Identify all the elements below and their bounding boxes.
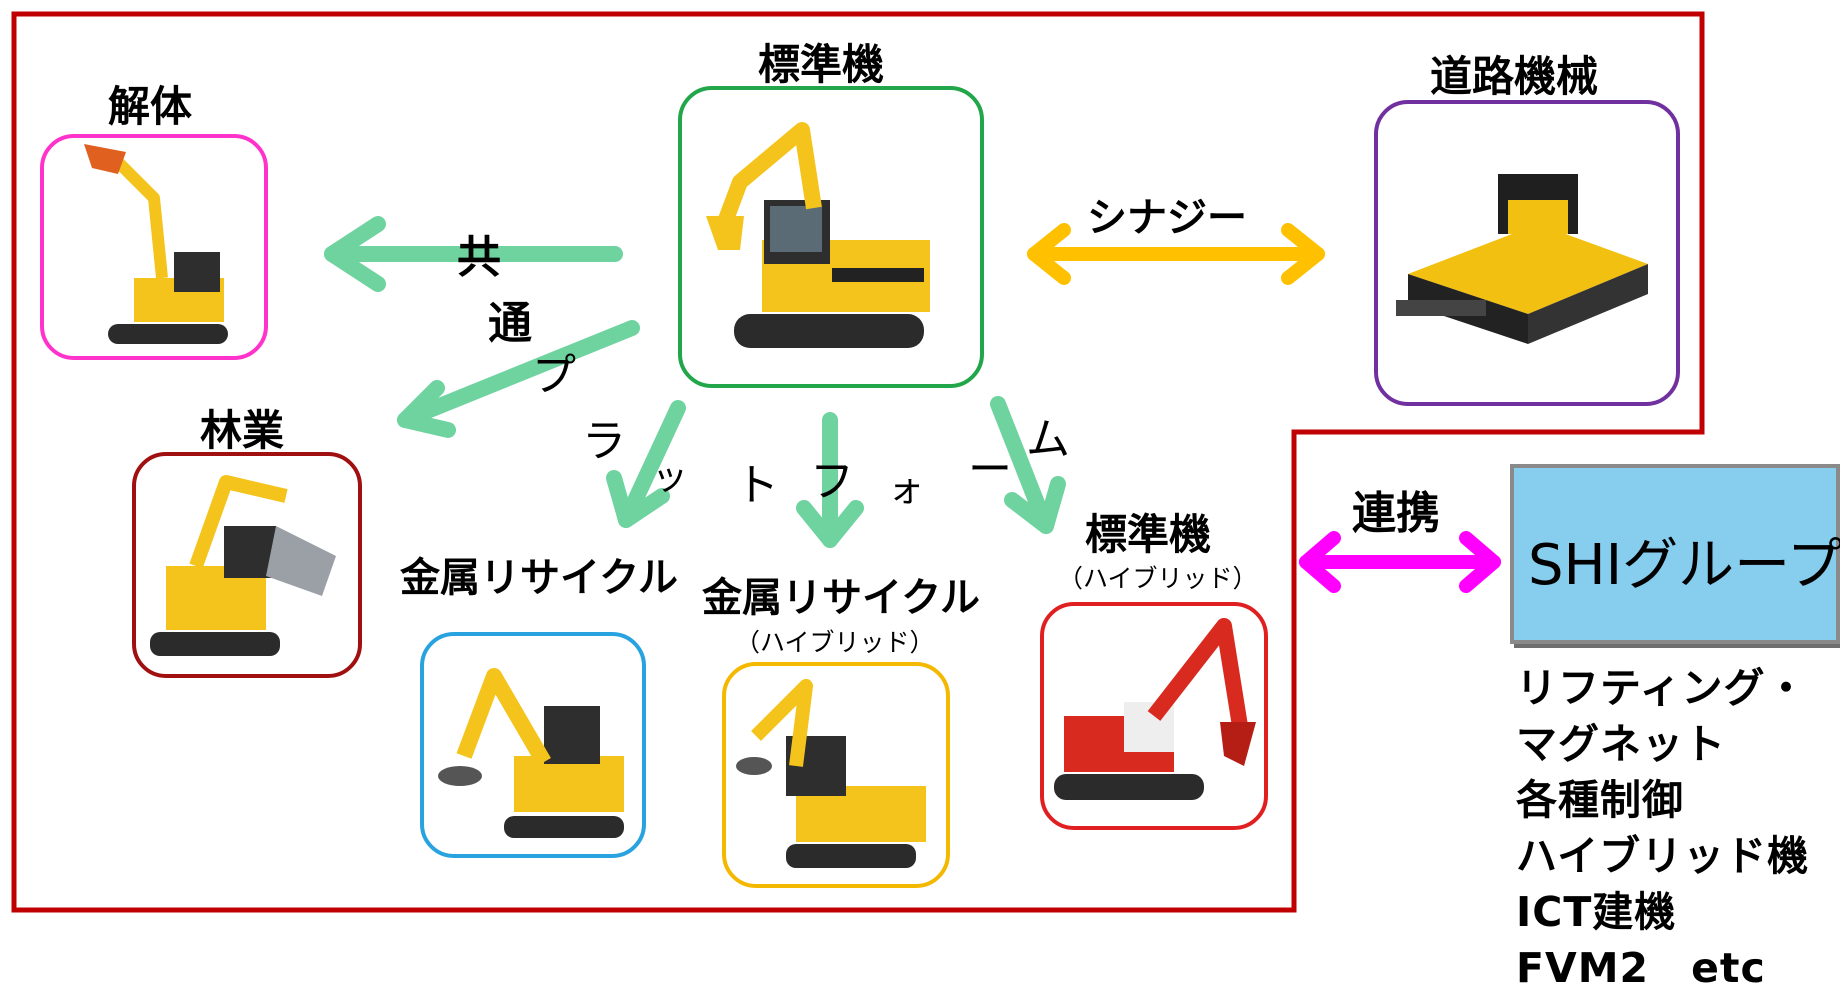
label-road: 道路機械 [1430,52,1599,101]
shi-capability: 各種制御 [1516,776,1684,824]
label-standard-hybrid-paren: （ハイブリッド） [1058,564,1258,593]
shi-capability: マグネット [1516,720,1726,768]
excavator-standard-icon [706,122,930,348]
box-metal-recycle [420,632,646,858]
shi-capability: ハイブリッド機 [1516,832,1810,880]
platform-arrows [324,216,1066,548]
shi-group-box: SHIグループ [1510,464,1840,644]
platform-char: フ [810,456,854,507]
label-forestry: 林業 [200,406,285,455]
arrow-to-demolition [324,216,623,292]
arrow-to-metal-recycle [606,400,686,528]
synergy-arrow [1027,223,1325,285]
platform-char: 通 [488,298,532,349]
excavator-magnet-hybrid-icon [736,679,926,868]
asphalt-paver-icon [1396,174,1648,344]
platform-char: プ [532,350,576,401]
label-synergy: シナジー [1087,195,1247,241]
shi-capabilities-list: リフティング・ マグネット 各種制御 ハイブリッド機 ICT建機 FVM2 et… [1516,660,1809,996]
arrow-to-forestry [397,320,640,438]
shi-capability: ICT建機 [1516,888,1677,936]
box-metal-recycle-hybrid [722,662,950,888]
platform-char: ラ [582,416,626,467]
box-standard-hybrid [1040,602,1268,830]
renkei-arrow [1299,531,1501,593]
arrow-to-metal-recycle-hybrid [796,412,864,548]
platform-char: ム [1026,414,1070,465]
platform-char: 共 [457,232,501,283]
box-forestry [132,452,362,678]
shi-capability: リフティング・ [1516,664,1808,712]
label-metal-recycle-hybrid: 金属リサイクル [702,575,980,621]
platform-char: ッ [652,457,689,498]
box-standard [678,86,984,388]
excavator-demolition-icon [84,144,228,344]
label-standard-hybrid: 標準機 [1085,510,1212,559]
shi-group-title: SHIグループ [1528,533,1840,598]
excavator-forestry-icon [150,475,336,656]
label-renkei: 連携 [1352,488,1440,539]
label-metal-recycle: 金属リサイクル [400,555,678,601]
label-standard: 標準機 [758,40,885,89]
arrow-to-standard-hybrid [990,396,1066,534]
label-metal-recycle-hybrid-paren: （ハイブリッド） [735,628,935,657]
label-demolition: 解体 [108,82,193,131]
excavator-red-hybrid-icon [1054,618,1256,800]
platform-frame [11,11,1705,913]
platform-char: ォ [888,469,925,510]
box-road [1374,100,1680,406]
shi-capability: FVM2 etc [1516,944,1766,992]
excavator-magnet-icon [438,668,624,838]
platform-char: ー [968,444,1012,495]
platform-char: ト [735,460,779,511]
box-demolition [40,134,268,360]
